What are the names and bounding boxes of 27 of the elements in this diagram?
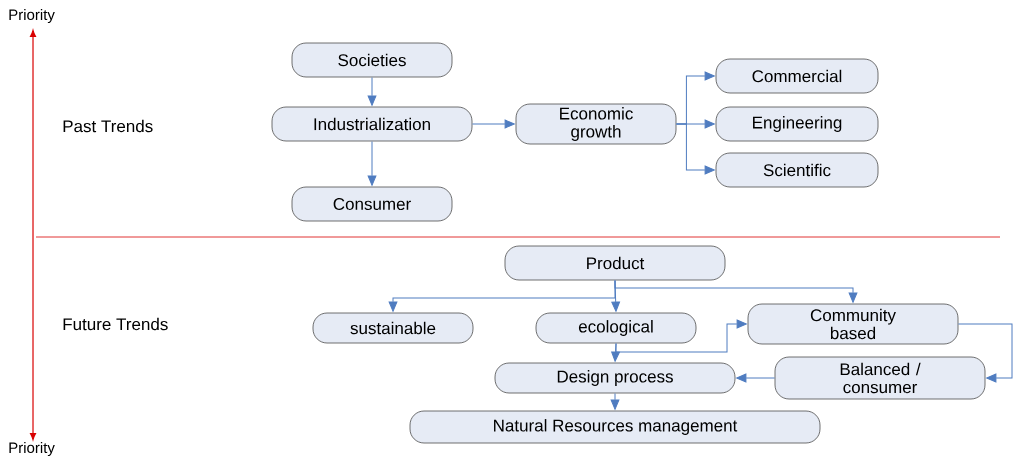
arrow xyxy=(471,119,515,129)
arrow xyxy=(736,373,776,383)
process-box: Community based xyxy=(747,303,959,345)
arrow xyxy=(367,76,377,106)
process-box: Consumer xyxy=(291,186,453,222)
arrow xyxy=(610,392,620,410)
process-box: Societies xyxy=(291,42,453,78)
process-box: Design process xyxy=(494,362,736,394)
process-box: Economic growth xyxy=(515,103,677,145)
section-label: Future Trends xyxy=(63,317,168,331)
process-box: Industrialization xyxy=(271,106,473,142)
arrow xyxy=(675,123,715,175)
arrow xyxy=(614,279,858,303)
arrow xyxy=(957,323,1013,383)
axis-label: Priority xyxy=(9,442,55,456)
process-box: Product xyxy=(504,245,726,281)
process-box: Engineering xyxy=(715,106,879,142)
process-box: Balanced / consumer xyxy=(774,356,986,400)
arrow xyxy=(615,319,747,353)
process-box: Scientific xyxy=(715,152,879,188)
process-box: ecological xyxy=(535,312,697,344)
process-box: Natural Resources management xyxy=(409,410,821,444)
process-box: Commercial xyxy=(715,58,879,94)
axis-label: Priority xyxy=(9,9,55,23)
arrow xyxy=(367,140,377,186)
process-box: sustainable xyxy=(312,312,474,344)
section-label: Past Trends xyxy=(63,119,153,133)
